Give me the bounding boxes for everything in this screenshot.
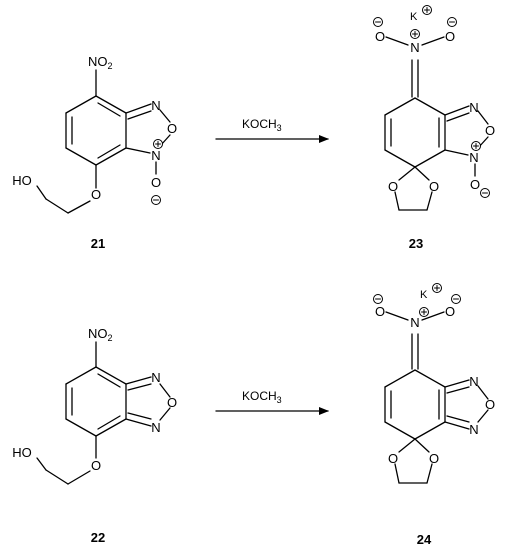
product-24-nitronate-oxygen-left: O (375, 304, 385, 319)
product-23-oxide-nitrogen: N (469, 150, 478, 165)
reaction-2: NO2 N O N O HO 22 KOCH3 (12, 283, 495, 547)
product-24-k-plus-charge (432, 283, 442, 293)
reactant-22-ether-oxygen: O (91, 458, 101, 473)
reactant-22: NO2 N O N O HO 22 (12, 326, 177, 545)
product-23-right-minus-charge (447, 17, 457, 27)
reactant-21-nitro-group: NO2 (88, 54, 113, 71)
reaction-2-arrow: KOCH3 (215, 389, 329, 415)
reaction-1-reagent: KOCH3 (242, 117, 282, 133)
reactant-21-ring-oxygen: O (167, 121, 177, 136)
reactant-22-nitro-group: NO2 (88, 326, 113, 343)
product-23-ketal-oxygen-left: O (388, 179, 398, 194)
compound-label-22: 22 (91, 530, 105, 545)
product-24-ring-nitrogen-top: N (469, 374, 478, 389)
compound-label-21: 21 (91, 236, 105, 251)
reactant-21-oxide-oxygen: O (151, 175, 161, 190)
product-24-nitronate-nitrogen: N (410, 315, 419, 330)
product-24-ketal-oxygen-left: O (388, 451, 398, 466)
product-24: K O N O N O N (373, 283, 495, 547)
reaction-2-reagent: KOCH3 (242, 389, 282, 405)
reactant-22-hydroxyl: HO (12, 445, 32, 460)
product-23-oxide-plus-charge (471, 141, 481, 151)
reactant-21-minus-charge (151, 195, 161, 205)
product-23-ring-oxygen: O (485, 123, 495, 138)
reactant-21-bonds (36, 69, 171, 214)
product-23-ring-nitrogen: N (469, 100, 478, 115)
reactant-21-oxide-nitrogen: N (151, 148, 160, 163)
reactant-22-ring-nitrogen-top: N (151, 370, 160, 385)
product-24-n-plus-charge (419, 307, 429, 317)
product-23-oxide-oxygen: O (470, 177, 480, 192)
product-23-nitronate-oxygen-left: O (375, 29, 385, 44)
reactant-21: NO2 N O N O O HO 21 (12, 54, 177, 251)
compound-label-23: 23 (409, 236, 423, 251)
product-23-ketal-oxygen-right: O (429, 179, 439, 194)
reactant-21-ether-oxygen: O (91, 187, 101, 202)
product-24-ring-oxygen: O (485, 397, 495, 412)
product-24-potassium: K (420, 289, 428, 301)
compound-label-24: 24 (417, 532, 432, 547)
product-24-right-minus-charge (451, 294, 461, 304)
product-23-k-plus-charge (422, 5, 432, 15)
product-23-oxide-minus-charge (480, 188, 490, 198)
reactant-21-plus-charge (153, 139, 163, 149)
product-24-nitronate-oxygen-right: O (445, 304, 455, 319)
reactant-21-ring-nitrogen: N (151, 98, 160, 113)
reaction-1: NO2 N O N O O HO 21 KOCH3 (12, 5, 495, 251)
reactant-21-hydroxyl: HO (12, 173, 32, 188)
product-24-ring-nitrogen-bottom: N (469, 422, 478, 437)
product-24-ketal-oxygen-right: O (429, 451, 439, 466)
product-23-bonds (384, 36, 489, 211)
product-23-nitronate-nitrogen: N (410, 40, 419, 55)
reactant-22-ring-nitrogen-bottom: N (151, 420, 160, 435)
product-23-left-minus-charge (373, 17, 383, 27)
product-23-nitronate-oxygen-right: O (445, 29, 455, 44)
reaction-1-arrow: KOCH3 (215, 117, 329, 143)
product-23: K O N O N O N (373, 5, 495, 251)
product-23-n-plus-charge (410, 29, 420, 39)
reactant-22-bonds (36, 341, 171, 485)
product-23-potassium: K (410, 11, 418, 23)
product-24-left-minus-charge (373, 294, 383, 304)
reactant-22-ring-oxygen: O (167, 395, 177, 410)
product-24-bonds (384, 311, 489, 484)
